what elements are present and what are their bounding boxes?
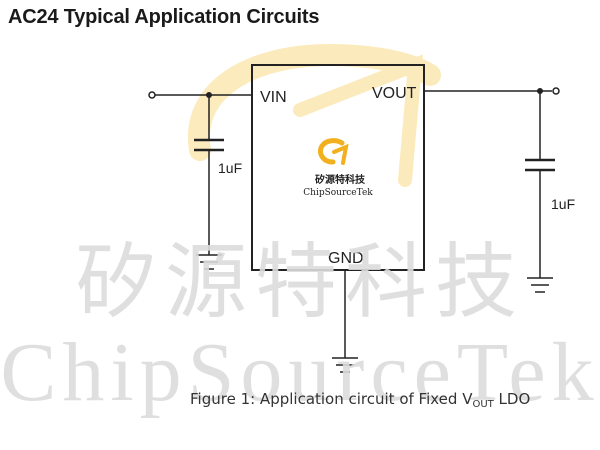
pin-label-gnd: GND [328,250,364,267]
watermark-en: ChipSourceTek [0,326,599,419]
company-logo-icon [318,138,349,165]
vin-terminal[interactable] [148,91,156,99]
input-ground-symbol [196,254,222,270]
vout-terminal[interactable] [552,87,560,95]
input-cap-label: 1uF [218,160,242,176]
output-cap-label: 1uF [551,196,575,212]
logo-cn-text: 矽源特科技 [315,173,366,186]
caption-prefix: Figure 1: Application circuit of Fixed V [190,390,473,408]
gnd-ground-symbol [332,357,358,373]
output-ground-symbol [527,277,553,293]
output-capacitor [525,91,555,278]
input-capacitor [194,95,224,255]
page-title: AC24 Typical Application Circuits [8,6,320,28]
figure-caption: Figure 1: Application circuit of Fixed V… [190,390,530,410]
ic-box [251,64,425,271]
pin-label-vout: VOUT [372,85,417,102]
logo-en-text: ChipSourceTek [303,188,373,198]
pin-label-vin: VIN [260,89,287,106]
caption-suffix: LDO [493,390,531,408]
watermark-cn: 矽源特科技 [75,235,525,330]
caption-subscript: OUT [472,399,494,410]
